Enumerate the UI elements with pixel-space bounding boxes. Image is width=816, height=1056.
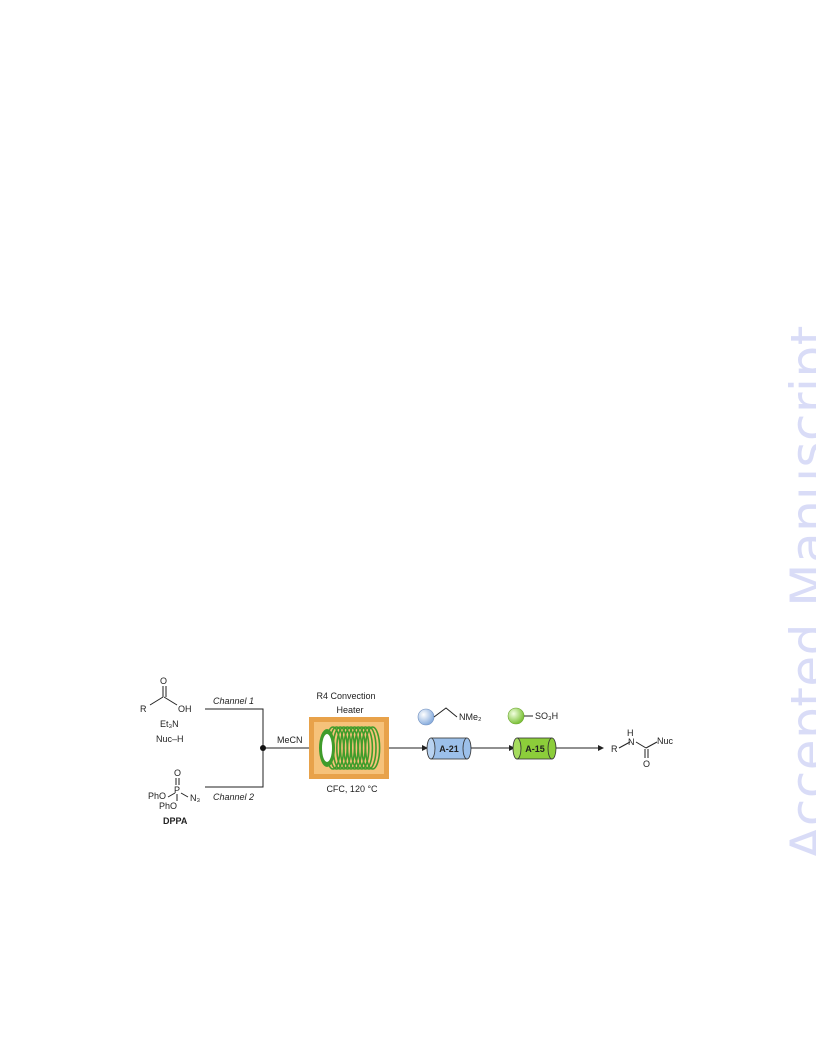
acid-bond-r: [149, 696, 164, 706]
coil-turn: [364, 726, 381, 770]
dppa-bond-n3: [180, 792, 189, 798]
a15-group-label: SO₃H: [535, 711, 558, 721]
a21-cap-right: [462, 737, 472, 760]
solvent-label: MeCN: [277, 735, 303, 745]
dppa-o-label: O: [174, 768, 181, 778]
a21-group-label: NMe₂: [459, 712, 482, 722]
a21-label: A-21: [439, 744, 459, 754]
acid-bond-oh: [163, 696, 178, 706]
coil-face-inner: [322, 734, 332, 762]
a15-label: A-15: [525, 744, 545, 754]
product-arrowhead: [598, 745, 604, 751]
product-r-label: R: [611, 744, 618, 754]
accepted-manuscript-watermark: Accepted Manuscript: [780, 325, 816, 860]
base-label: Et₃N: [160, 719, 179, 729]
coil-turn: [361, 726, 377, 770]
channel-1-label: Channel 1: [213, 696, 254, 706]
channel-2-label: Channel 2: [213, 792, 254, 802]
nucleophile-label: Nuc–H: [156, 734, 184, 744]
heater-title-line1: R4 Convection: [316, 691, 375, 701]
acid-oh-label: OH: [178, 704, 192, 714]
product-structure: [618, 741, 658, 758]
dppa-pho1-label: PhO: [148, 791, 166, 801]
dppa-bond-pho1: [167, 792, 176, 798]
a21-linker: [433, 707, 458, 718]
a15-cap-right: [547, 737, 557, 760]
column-a21: A-21: [426, 737, 472, 760]
dppa-pho2-label: PhO: [159, 801, 177, 811]
product-bond-rn: [618, 741, 631, 749]
dppa-structure: [167, 778, 189, 801]
a15-resin-bead-icon: [507, 707, 525, 725]
heater-title-line2: Heater: [336, 705, 363, 715]
product-nuc-label: Nuc: [657, 736, 674, 746]
acid-r-label: R: [140, 704, 147, 714]
product-n-label: N: [628, 737, 635, 747]
carboxylic-acid-structure: [149, 686, 178, 706]
dppa-n3-label: N₃: [190, 793, 200, 803]
dppa-p-label: P: [174, 785, 180, 795]
dppa-name-label: DPPA: [163, 816, 188, 826]
column-a15: A-15: [512, 737, 557, 760]
a21-resin-bead-icon: [417, 708, 435, 726]
a21-cap-left: [426, 737, 436, 760]
coil-turn: [357, 726, 374, 770]
a15-arrowhead: [509, 745, 515, 751]
mixing-tee: [260, 745, 266, 751]
product-bond-nc: [635, 741, 647, 749]
product-bond-cnuc: [645, 741, 658, 749]
product-o-label: O: [643, 759, 650, 769]
channel-merge-line: [205, 708, 264, 788]
coil-turn: [353, 726, 370, 770]
acid-o-label: O: [160, 676, 167, 686]
product-h-label: H: [627, 728, 634, 738]
a15-cap-left: [512, 737, 522, 760]
heater-conditions-label: CFC, 120 °C: [326, 784, 378, 794]
a21-arrowhead: [422, 745, 428, 751]
